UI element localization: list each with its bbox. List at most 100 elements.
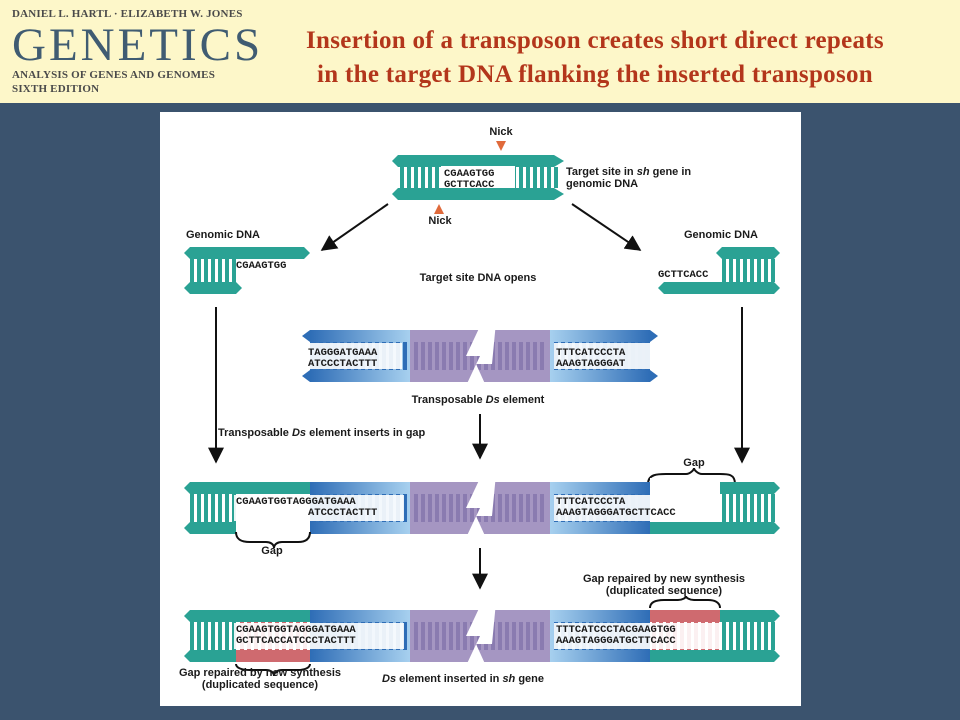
base-pair-rung — [491, 342, 495, 370]
base-pair-rung — [211, 622, 215, 650]
arrow-to-right-genomic — [571, 203, 642, 251]
base-pair-rung — [449, 494, 453, 522]
base-pair-rung — [225, 494, 229, 522]
base-pair-rung — [526, 167, 530, 188]
base-pair-rung — [190, 494, 194, 522]
repair-right-bracket — [649, 595, 721, 609]
base-pair-rung — [428, 342, 432, 370]
base-pair-rung — [512, 342, 516, 370]
base-pair-rung — [225, 272, 229, 282]
base-pair-rung — [540, 167, 544, 188]
base-pair-rung — [190, 259, 194, 272]
genomic-dna-right — [658, 247, 780, 294]
base-pair-rung — [750, 494, 754, 522]
arrow-to-left-genomic — [320, 203, 389, 251]
base-pair-rung — [547, 167, 551, 188]
base-pair-rung — [414, 167, 418, 188]
base-pair-rung — [456, 342, 460, 370]
base-pair-rung — [519, 622, 523, 650]
base-pair-rung — [442, 494, 446, 522]
base-pair-rung — [771, 259, 775, 282]
base-pair-rung — [204, 622, 208, 650]
base-pair-rung — [764, 259, 768, 282]
nick-bottom-arrow-icon — [434, 204, 444, 214]
base-pair-rung — [722, 622, 726, 650]
base-pair-rung — [428, 494, 432, 522]
base-pair-rung — [533, 342, 537, 370]
repair-right-label-2: (duplicated sequence) — [606, 585, 722, 597]
base-pair-rung — [540, 342, 544, 370]
inserts-in-gap-label: Transposable Ds element inserts in gap — [218, 427, 426, 439]
logo-authors: DANIEL L. HARTL · ELIZABETH W. JONES — [12, 8, 243, 20]
base-pair-rung — [771, 622, 775, 650]
transposon-insertion-diagram: Nick CGAAGTGG GCTTCACC Target site in sh… — [179, 126, 780, 691]
base-pair-rung — [519, 342, 523, 370]
base-pair-rung — [218, 259, 222, 272]
base-pair-rung — [743, 259, 747, 282]
base-pair-rung — [435, 342, 439, 370]
logo-title: GENETICS — [12, 19, 264, 71]
base-pair-rung — [456, 494, 460, 522]
base-pair-rung — [505, 494, 509, 522]
base-pair-rung — [526, 494, 530, 522]
target-seq-top: CGAAGTGG — [444, 168, 494, 180]
base-pair-rung — [421, 622, 425, 650]
row4-dna — [184, 602, 780, 670]
base-pair-rung — [512, 622, 516, 650]
target-site-label: Target site in sh gene in — [566, 166, 691, 178]
base-pair-rung — [757, 494, 761, 522]
genetics-book-logo: DANIEL L. HARTL · ELIZABETH W. JONES GEN… — [12, 6, 260, 96]
base-pair-rung — [722, 259, 726, 282]
row3-left-top-seq: CGAAGTGGTAGGGATGAAA — [236, 496, 356, 508]
base-pair-rung — [498, 622, 502, 650]
base-pair-rung — [218, 494, 222, 522]
ds-element — [302, 322, 658, 390]
repair-left-label-2: (duplicated sequence) — [202, 679, 318, 691]
base-pair-rung — [197, 494, 201, 522]
base-pair-rung — [463, 622, 467, 650]
base-pair-rung — [519, 494, 523, 522]
base-pair-rung — [414, 494, 418, 522]
base-pair-rung — [197, 622, 201, 650]
row4-left-bottom-seq: GCTTCACCATCCCTACTTT — [236, 635, 356, 647]
base-pair-rung — [225, 259, 229, 272]
base-pair-rung — [743, 494, 747, 522]
logo-subtitle: ANALYSIS OF GENES AND GENOMES — [12, 69, 216, 81]
base-pair-rung — [407, 167, 411, 188]
transposable-ds-label: Transposable Ds element — [412, 394, 545, 406]
sequence-box — [441, 166, 515, 188]
base-pair-rung — [533, 167, 537, 188]
row3-right-bottom-seq: AAAGTAGGGATGCTTCACC — [556, 507, 676, 519]
base-pair-rung — [519, 167, 523, 188]
base-pair-rung — [428, 167, 432, 188]
row3-right-top-seq: TTTCATCCCTA — [556, 496, 626, 508]
repaired-left-strand — [236, 650, 310, 662]
base-pair-rung — [729, 259, 733, 282]
gap-right-bracket — [647, 467, 736, 485]
base-pair-rung — [421, 342, 425, 370]
base-pair-rung — [498, 342, 502, 370]
base-pair-rung — [400, 167, 404, 188]
base-pair-rung — [757, 259, 761, 282]
gap-right-label: Gap — [683, 457, 705, 469]
base-pair-rung — [750, 259, 754, 282]
repair-left-label-1: Gap repaired by new synthesis — [179, 667, 341, 679]
base-pair-rung — [204, 272, 208, 282]
row4-right-top-seq: TTTCATCCCTACGAAGTGG — [556, 624, 676, 636]
base-pair-rung — [204, 494, 208, 522]
base-pair-rung — [540, 622, 544, 650]
base-pair-rung — [190, 272, 194, 282]
base-pair-rung — [505, 342, 509, 370]
base-pair-rung — [197, 272, 201, 282]
row3-left-bottom-seq: ATCCCTACTTT — [308, 507, 377, 519]
base-pair-rung — [403, 494, 407, 522]
base-pair-rung — [232, 259, 236, 272]
ds-right-bottom-seq: AAAGTAGGGAT — [556, 358, 625, 370]
base-pair-rung — [449, 342, 453, 370]
base-pair-rung — [736, 259, 740, 282]
base-pair-rung — [218, 622, 222, 650]
base-pair-rung — [442, 622, 446, 650]
base-pair-rung — [211, 259, 215, 272]
nick-top-arrow-icon — [496, 141, 506, 151]
base-pair-rung — [403, 622, 407, 650]
